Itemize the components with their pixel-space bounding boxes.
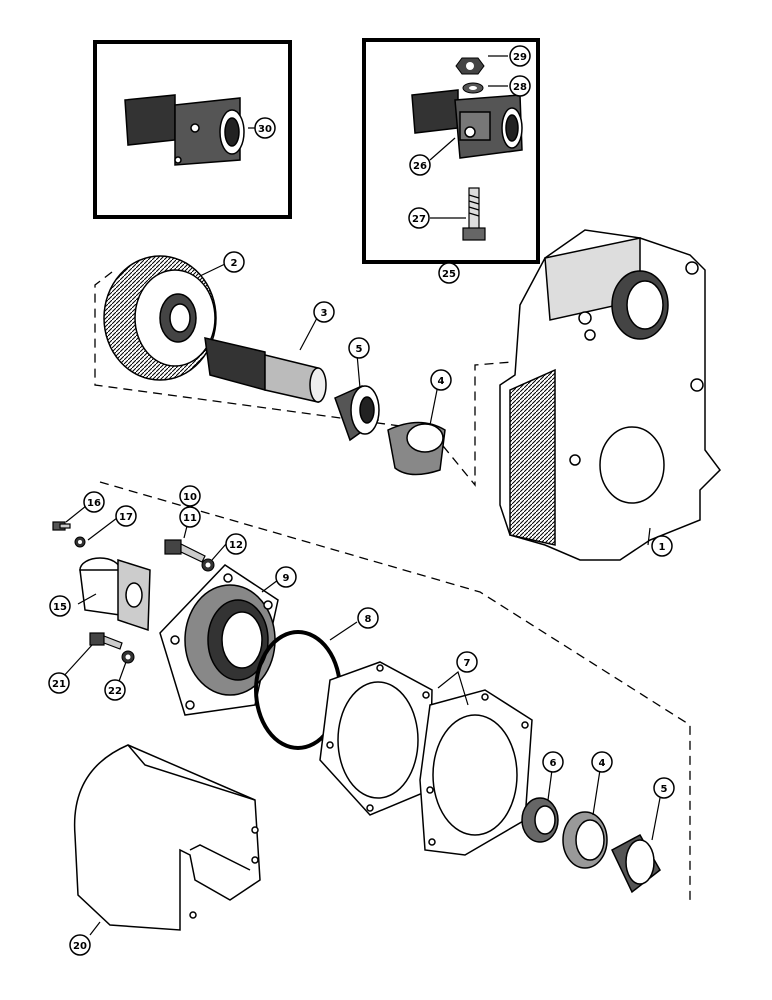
callout-27: 27 [408, 207, 430, 229]
bolt-10-11 [164, 539, 206, 563]
callout-28: 28 [509, 75, 531, 97]
housing-1 [499, 229, 721, 561]
leader-5b [651, 797, 661, 841]
shaft-3 [204, 337, 327, 403]
leader-4b [592, 769, 601, 816]
callout-29-text: 29 [513, 52, 527, 63]
tube-bracket-15 [79, 557, 151, 632]
coupler-part [124, 94, 245, 166]
callout-28-text: 28 [513, 82, 527, 93]
callout-3-text: 3 [321, 308, 328, 319]
callout-22-text: 22 [108, 686, 122, 697]
inset-box-30 [93, 40, 292, 219]
callout-7: 7 [456, 651, 478, 673]
split-coupler-part [411, 89, 523, 159]
callout-4-top-text: 4 [438, 376, 445, 387]
callout-1: 1 [651, 535, 673, 557]
callout-21-text: 21 [52, 679, 66, 690]
gasket-7-a [319, 661, 433, 816]
callout-29: 29 [509, 45, 531, 67]
washer-12 [201, 558, 215, 572]
callout-30: 30 [254, 117, 276, 139]
seal-6 [521, 797, 559, 843]
leader-26 [429, 137, 456, 161]
callout-4-top: 4 [430, 369, 452, 391]
callout-12-text: 12 [229, 540, 243, 551]
callout-5-bottom: 5 [653, 777, 675, 799]
leader-6 [547, 769, 553, 801]
washer-17 [74, 536, 86, 548]
callout-15-text: 15 [53, 602, 67, 613]
callout-6: 6 [542, 751, 564, 773]
callout-21: 21 [48, 672, 70, 694]
callout-5-bottom-text: 5 [661, 784, 668, 795]
bearing-cone-5-top [334, 385, 380, 442]
callout-2: 2 [223, 251, 245, 273]
callout-15: 15 [49, 595, 71, 617]
leader-15 [77, 593, 97, 605]
inset-box-25 [362, 38, 540, 264]
bearing-cone-5-bottom [611, 833, 661, 894]
leader-1 [647, 527, 651, 546]
callout-9: 9 [275, 566, 297, 588]
callout-7-text: 7 [464, 658, 471, 669]
leader-7 [437, 670, 469, 706]
callout-10-text: 10 [183, 492, 197, 503]
callout-4-bottom-text: 4 [599, 758, 606, 769]
callout-6-text: 6 [550, 758, 557, 769]
washer-22 [121, 650, 135, 664]
callout-9-text: 9 [283, 573, 290, 584]
callout-5-top: 5 [348, 337, 370, 359]
callout-10: 10 [179, 485, 201, 507]
callout-16: 16 [83, 491, 105, 513]
bolt-16 [52, 521, 71, 531]
bolt-21 [89, 632, 123, 650]
callout-30-text: 30 [258, 124, 272, 135]
bearing-cup-4-top [387, 421, 446, 476]
callout-22: 22 [104, 679, 126, 701]
callout-5-top-text: 5 [356, 344, 363, 355]
callout-3: 3 [313, 301, 335, 323]
callout-17-text: 17 [119, 512, 133, 523]
callout-8-text: 8 [365, 614, 372, 625]
callout-12: 12 [225, 533, 247, 555]
callout-25: 25 [438, 262, 460, 284]
callout-26-text: 26 [413, 161, 427, 172]
dashed-assembly-lines [94, 271, 691, 905]
shield-20 [73, 744, 261, 931]
bearing-cup-4-bottom [562, 811, 608, 869]
leader-9 [261, 579, 279, 593]
callout-25-text: 25 [442, 269, 456, 280]
callout-16-text: 16 [87, 498, 101, 509]
leader-8 [329, 621, 358, 641]
leader-20 [89, 921, 101, 936]
callout-20-text: 20 [73, 941, 87, 952]
callout-11: 11 [179, 506, 201, 528]
callout-17: 17 [115, 505, 137, 527]
callout-26: 26 [409, 154, 431, 176]
gear-2 [103, 255, 217, 381]
callout-27-text: 27 [412, 214, 426, 225]
retainer-plate-9 [159, 564, 279, 716]
callout-1-text: 1 [659, 542, 666, 553]
bolt-27 [462, 187, 486, 241]
callout-8: 8 [357, 607, 379, 629]
callouts: 1 2 3 4 4 5 5 6 7 8 9 10 11 12 15 16 17 … [48, 45, 675, 956]
callout-2-text: 2 [231, 258, 238, 269]
callout-4-bottom: 4 [591, 751, 613, 773]
callout-11-text: 11 [183, 513, 197, 524]
nut-29 [455, 57, 485, 75]
gasket-7-b [419, 689, 533, 856]
washer-28 [462, 82, 484, 94]
callout-20: 20 [69, 934, 91, 956]
